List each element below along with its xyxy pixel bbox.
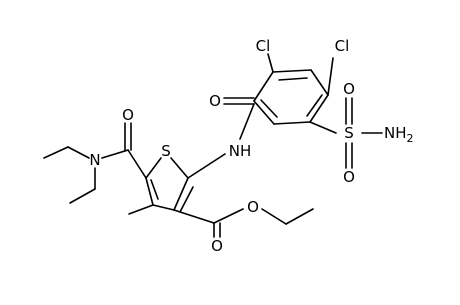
bond (152, 204, 175, 211)
bond (173, 209, 215, 224)
bond (170, 157, 189, 179)
benzamide-oxygen-label: O (209, 92, 221, 110)
chlorine-4-label: Cl (335, 37, 350, 55)
bond (285, 208, 314, 225)
bond (187, 153, 226, 179)
diethylamide-oxygen-label: O (122, 106, 134, 124)
bond (306, 94, 323, 117)
sulfonyl-sulfur-label: S (344, 124, 354, 142)
bonds (43, 53, 383, 238)
bond (101, 149, 129, 159)
bond (327, 57, 334, 96)
atom-labels: S NH Cl Cl O O S O NH2 O N O O (89, 37, 413, 255)
bond (145, 177, 154, 206)
sulfonamide-nh2-label: NH2 (384, 124, 414, 145)
bond (179, 186, 194, 213)
bond (69, 188, 96, 204)
sulfonyl-oxygen-top-label: O (343, 80, 355, 98)
bond (309, 121, 337, 134)
bond (260, 99, 278, 118)
bond (267, 53, 274, 73)
bond (309, 94, 329, 123)
bond (272, 69, 312, 73)
bond (145, 157, 162, 179)
bond (43, 146, 69, 159)
bond (261, 208, 287, 225)
bond (253, 71, 274, 102)
sulfonamide-nh-text: NH (384, 124, 407, 142)
bond (128, 204, 154, 215)
bond (278, 77, 308, 81)
ester-carbonyl-oxygen-label: O (211, 237, 223, 255)
sulfonamide-subscript: 2 (407, 132, 414, 145)
bond (67, 146, 90, 159)
bond (273, 121, 311, 125)
bond (173, 177, 189, 211)
chlorine-2-label: Cl (256, 37, 271, 55)
bond (253, 100, 275, 125)
sulfonyl-oxygen-bottom-label: O (343, 168, 355, 186)
bond (150, 179, 159, 200)
amide-nh-label: NH (229, 142, 252, 160)
bond (213, 208, 244, 224)
diethylamide-nitrogen-label: N (89, 151, 100, 169)
bond (239, 103, 255, 140)
sulfur-ring-label: S (161, 142, 171, 160)
ester-oxygen-label: O (247, 198, 259, 216)
bond (310, 69, 329, 96)
bond (127, 149, 147, 179)
